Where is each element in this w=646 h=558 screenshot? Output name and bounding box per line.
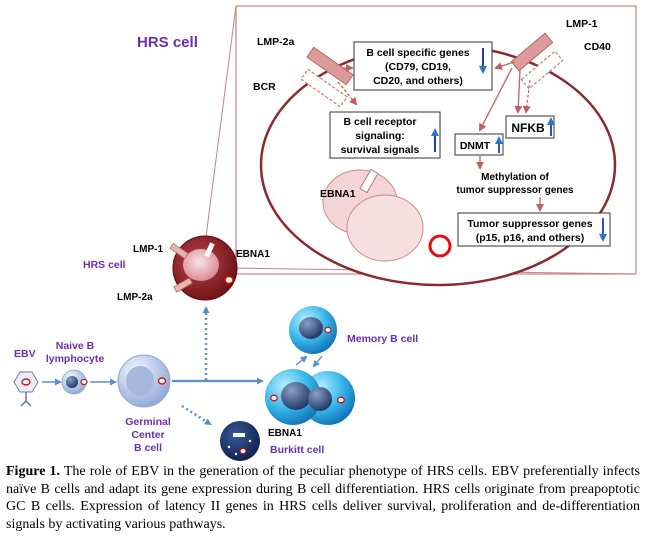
hrs-lmp1-rod — [169, 242, 189, 260]
bcell-genes-line2: (CD79, CD19, — [385, 61, 451, 73]
memory-episome — [324, 326, 332, 334]
methylation-line2: tumor suppressor genes — [456, 185, 574, 196]
burkitt-label: Burkitt cell — [270, 444, 324, 456]
inset-bcr-label: BCR — [253, 81, 276, 93]
bcr-signaling-line1: B cell receptor — [344, 116, 417, 128]
ebv-virion-episome — [21, 378, 31, 386]
bcr-signaling-line3: survival signals — [341, 144, 420, 156]
arrow-lmp1-to-dnmt — [479, 67, 513, 132]
inset-ebna1-label: EBNA1 — [320, 188, 356, 200]
bcell-genes-line1: B cell specific genes — [366, 47, 469, 59]
dnmt-box — [454, 133, 504, 156]
inset-lmp2a-label: LMP-2a — [257, 36, 295, 48]
bcr-signaling-box — [329, 111, 441, 159]
figure-caption: Figure 1. The role of EBV in the generat… — [6, 463, 640, 533]
inset-ebna1-rod — [359, 168, 379, 194]
cd40-receptor — [520, 50, 564, 90]
nfkb-box — [505, 115, 555, 139]
hrs-cell-nucleus — [183, 249, 219, 281]
gc-label-line3: B cell — [134, 442, 162, 454]
bcell-genes-line3: CD20, and others) — [373, 75, 463, 87]
ebv-virion-tail — [20, 392, 32, 407]
bcr-signaling-line2: signaling: — [355, 130, 405, 142]
arrow-lmp1-to-genes — [494, 61, 515, 70]
hrs-ebna1-rod — [204, 242, 215, 258]
lower-hrs-label: HRS cell — [83, 259, 126, 271]
tsg-line2: (p15, p16, and others) — [476, 232, 585, 244]
gc-label-line1: Germinal — [125, 416, 171, 428]
naive-episome — [80, 378, 88, 386]
burkitt-ebna1-label: EBNA1 — [268, 428, 302, 439]
ebv-label: EBV — [14, 348, 36, 360]
gc-b-cell-nucleus — [126, 366, 154, 396]
lower-lmp2a-label: LMP-2a — [117, 292, 153, 303]
arrow-gc-to-burkitt — [181, 404, 212, 426]
methylation-line1: Methylation of — [481, 172, 549, 183]
dividing-nucleus-right — [308, 387, 332, 411]
inset-nucleus-front — [346, 194, 424, 262]
lower-lmp1-label: LMP-1 — [133, 244, 163, 255]
ebv-episome-ring — [428, 234, 452, 258]
dnmt-label: DNMT — [460, 140, 491, 152]
bcell-genes-box — [353, 41, 493, 91]
dividing-nucleus-left — [281, 382, 311, 410]
naive-b-cell-nucleus — [66, 376, 78, 388]
burkitt-dot-1 — [227, 445, 231, 449]
lower-ebna1-label: EBNA1 — [236, 249, 270, 260]
hrs-lmp2a-rod — [173, 277, 193, 293]
arrow-memory-to-dividing — [312, 355, 323, 368]
burkitt-episome — [239, 447, 247, 455]
arrow-dividing-to-memory — [295, 355, 308, 366]
arrow-cd40-to-nfkb — [522, 79, 531, 114]
burkitt-dot-2 — [248, 439, 252, 443]
memory-label: Memory B cell — [347, 333, 418, 345]
bcr-receptor — [300, 68, 348, 108]
lmp1-receptor — [510, 32, 554, 72]
tsg-line1: Tumor suppressor genes — [467, 218, 592, 230]
dividing-episome-right — [337, 396, 345, 404]
caption-label: Figure 1. — [6, 464, 60, 479]
naive-label-line1: Naive B — [56, 340, 95, 352]
caption-text: The role of EBV in the generation of the… — [6, 464, 640, 532]
burkitt-cell — [220, 421, 260, 461]
memory-nucleus — [299, 317, 323, 339]
gc-episome — [157, 377, 167, 385]
zoom-line-left — [203, 5, 237, 253]
burkitt-ebna1-rod — [233, 433, 245, 437]
dividing-episome-left — [270, 394, 278, 402]
lmp2a-receptor — [306, 46, 354, 86]
inset-lmp1-label: LMP-1 — [566, 18, 598, 30]
arrow-lmp1-to-nfkb — [514, 69, 523, 114]
inset-cd40-label: CD40 — [584, 41, 611, 53]
burkitt-dot-3 — [234, 452, 238, 456]
inset-title: HRS cell — [137, 34, 198, 51]
nfkb-label: NFKB — [511, 121, 545, 135]
gc-label-line2: Center — [131, 429, 164, 441]
diagram: HRS cell EBNA1 LMP-2a BCR LMP-1 CD40 B c… — [13, 5, 637, 461]
tsg-box — [457, 212, 611, 247]
naive-label-line2: lymphocyte — [46, 353, 105, 365]
hrs-episome — [224, 275, 234, 285]
